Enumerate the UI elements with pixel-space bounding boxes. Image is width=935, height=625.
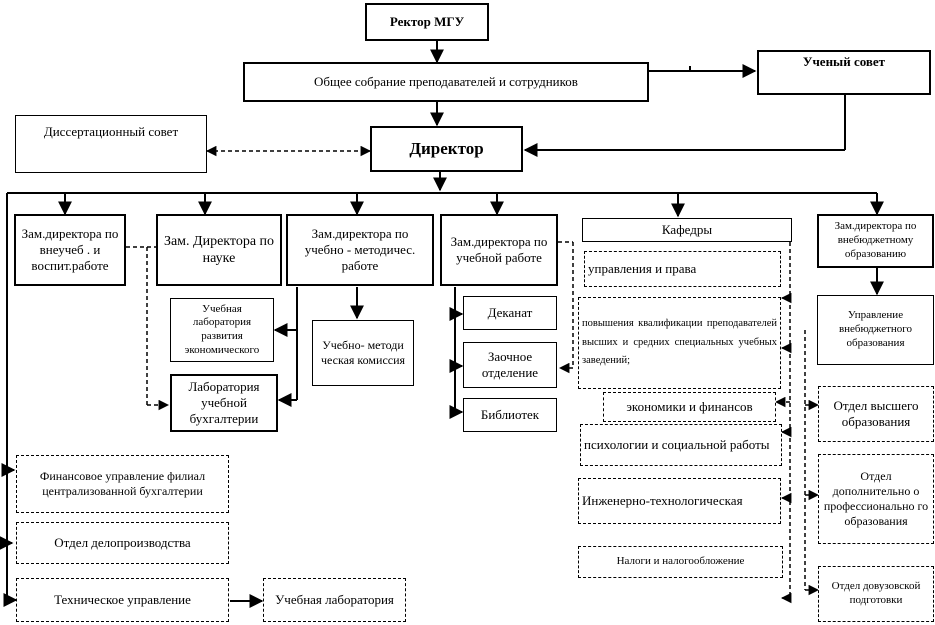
node-dept-preuniversity: Отдел довузовской подготовки: [818, 566, 934, 622]
node-correspondence: Заочное отделение: [463, 342, 557, 388]
node-finance-mgmt: Финансовое управление филиал централизов…: [16, 455, 229, 513]
node-deputy-methodical: Зам.директора по учебно - методичес. раб…: [286, 214, 434, 286]
node-chairs: Кафедры: [582, 218, 792, 242]
node-deanery: Деканат: [463, 296, 557, 330]
node-mgmt-extrabudget: Управление внебюджетного образования: [817, 295, 934, 365]
node-tech-lab: Учебная лаборатория: [263, 578, 406, 622]
node-chair-qualification: повышения квалификации преподавателей вы…: [578, 297, 781, 389]
node-academic-council: Ученый совет: [757, 50, 931, 95]
node-dept-additional: Отдел дополнительно о профессионально го…: [818, 454, 934, 544]
node-chair-economics-finance: экономики и финансов: [603, 392, 776, 422]
node-methodical-commission: Учебно- методи ческая комисcия: [312, 320, 414, 386]
node-deputy-academic: Зам.директора по учебной работе: [440, 214, 558, 286]
node-deputy-extracurricular: Зам.директора по внеучеб . и воспит.рабо…: [14, 214, 126, 286]
node-tech-mgmt: Техническое управление: [16, 578, 229, 622]
node-chair-management-law: управления и права: [584, 251, 781, 287]
node-lab-economics: Учебная лаборатория развития экономическ…: [170, 298, 274, 362]
node-chair-taxes: Налоги и налогообложение: [578, 546, 783, 578]
node-general-meeting: Общее собрание преподавателей и сотрудни…: [243, 62, 649, 102]
node-dept-records: Отдел делопроизводства: [16, 522, 229, 564]
node-dissertation-council: Диссертационный совет: [15, 115, 207, 173]
node-lab-accounting: Лаборатория учебной бухгалтерии: [170, 374, 278, 432]
node-chair-engineering: Инженерно-технологическая: [578, 478, 781, 524]
node-deputy-extrabudget: Зам.директора по внебюджетному образован…: [817, 214, 934, 268]
node-director: Директор: [370, 126, 523, 172]
node-rector: Ректор МГУ: [365, 3, 489, 41]
node-deputy-science: Зам. Директора по науке: [156, 214, 282, 286]
node-chair-psychology: психологии и социальной работы: [580, 424, 782, 466]
node-dept-higher: Отдел высшего образования: [818, 386, 934, 442]
node-library: Библиотек: [463, 398, 557, 432]
